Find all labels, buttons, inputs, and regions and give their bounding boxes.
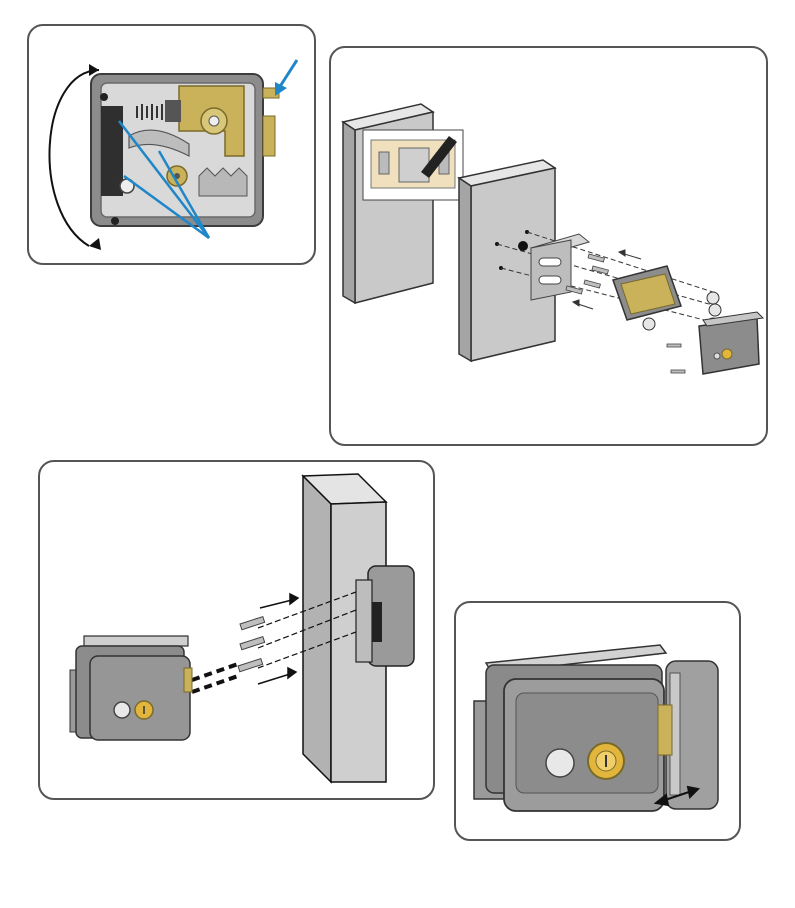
panel-mounting-on-door xyxy=(38,460,435,800)
mounting-bracket xyxy=(531,240,571,300)
mounting-on-door-illustration xyxy=(40,462,435,800)
latch-bolt xyxy=(658,705,672,755)
lock-internals-illustration xyxy=(29,26,316,265)
panel-lock-internals xyxy=(27,24,316,265)
screw-icon xyxy=(566,254,608,294)
panel-exploded-installation xyxy=(329,46,768,446)
mounting-strip xyxy=(101,106,123,196)
panel-assembled-lock xyxy=(454,601,741,841)
bolt-latch xyxy=(263,116,275,156)
key-cylinder-icon xyxy=(722,349,732,359)
exploded-installation-illustration xyxy=(331,48,768,446)
lock-cover-exploded xyxy=(699,318,759,374)
pointer-arrow-icon xyxy=(279,60,297,88)
assembled-lock-illustration xyxy=(456,603,741,841)
screw-icon xyxy=(238,617,265,672)
push-button xyxy=(546,749,574,777)
